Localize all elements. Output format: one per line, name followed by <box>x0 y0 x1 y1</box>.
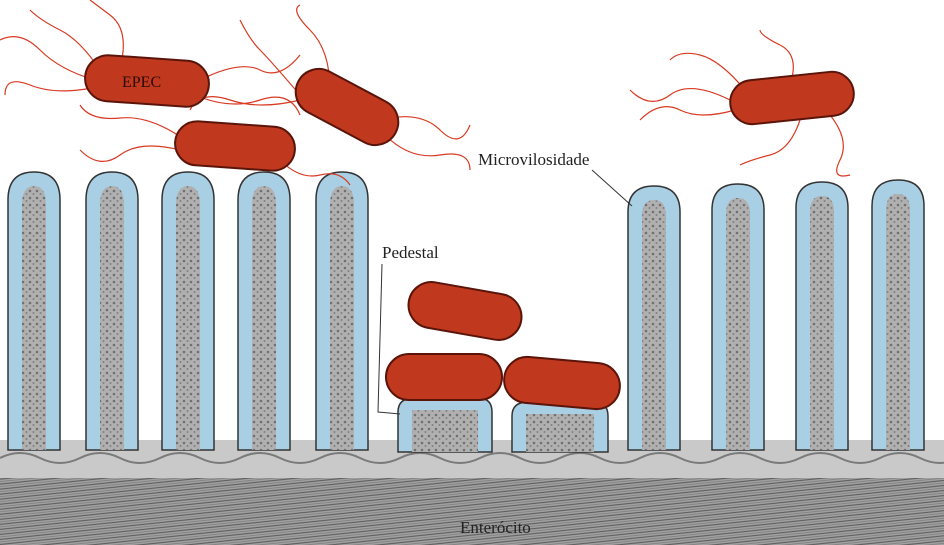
enterocyte-label: Enterócito <box>460 518 531 537</box>
epec-label: EPEC <box>122 74 161 91</box>
microvillus-core <box>176 186 200 450</box>
microvilli-leader-line <box>592 170 632 206</box>
microvillus-core <box>726 198 750 450</box>
pedestal-label: Pedestal <box>382 243 439 262</box>
microvillus-core <box>642 200 666 450</box>
microvillus-core <box>252 186 276 450</box>
bacterium <box>502 355 622 411</box>
bacterium <box>174 120 297 172</box>
microvillus-core <box>100 186 124 450</box>
bacterium <box>288 61 407 153</box>
microvilli-label: Microvilosidade <box>478 150 589 169</box>
pedestal-core <box>526 414 594 452</box>
pedestal-core <box>412 410 478 452</box>
microvillus-core <box>886 194 910 450</box>
microvilli-right-group <box>628 180 924 450</box>
microvilli-right-cores <box>642 194 910 450</box>
bacterium <box>386 354 502 400</box>
bacterium <box>728 70 856 127</box>
bacterium <box>405 278 525 343</box>
microvillus-core <box>22 186 46 450</box>
microvilli-left-cores <box>22 186 354 450</box>
microvillus-core <box>810 196 834 450</box>
microvillus-core <box>330 186 354 450</box>
